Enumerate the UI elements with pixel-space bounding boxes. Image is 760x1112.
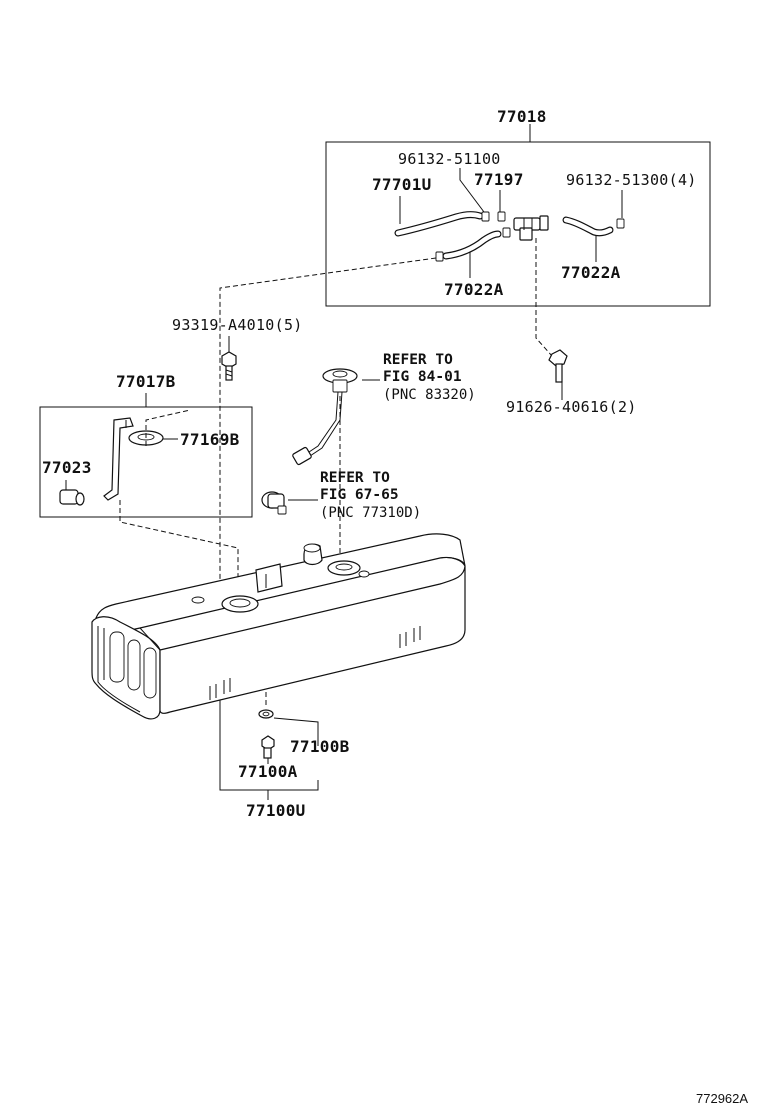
bolt-93319 bbox=[221, 351, 237, 381]
figure-code: 772962A bbox=[696, 1091, 748, 1106]
gasket-77100B bbox=[258, 709, 274, 719]
label-77100B[interactable]: 77100B bbox=[290, 737, 350, 756]
reference-67-65: REFER TO FIG 67-65 (PNC 77310D) bbox=[320, 470, 421, 521]
hose-77022A-right bbox=[562, 216, 614, 237]
bolt-91626 bbox=[548, 349, 568, 400]
label-77017B[interactable]: 77017B bbox=[116, 372, 176, 391]
ref-84-01-line1[interactable]: REFER TO bbox=[383, 352, 453, 368]
vent-assembly-frame bbox=[325, 141, 711, 307]
label-77023[interactable]: 77023 bbox=[42, 458, 92, 477]
check-valve-77197 bbox=[513, 215, 549, 241]
label-77022A-left[interactable]: 77022A bbox=[444, 280, 504, 299]
fuel-sender-bracket-group: 77017B 77169B 77023 bbox=[39, 372, 253, 600]
label-77197[interactable]: 77197 bbox=[474, 170, 524, 189]
label-96132-51100[interactable]: 96132-51100 bbox=[398, 150, 501, 168]
fuel-gauge-sender bbox=[292, 368, 358, 466]
ref-67-65-line1[interactable]: REFER TO bbox=[320, 470, 390, 486]
bracket-rod bbox=[103, 417, 134, 501]
vent-hose-assembly-group: 77018 96132-51100 77701U 77197 96132-513… bbox=[325, 107, 711, 357]
label-77100U[interactable]: 77100U bbox=[246, 801, 306, 820]
ref-84-01-line3: (PNC 83320) bbox=[383, 387, 476, 403]
fuel-tank bbox=[91, 533, 466, 720]
reference-84-01: REFER TO FIG 84-01 (PNC 83320) bbox=[383, 352, 476, 403]
label-77018[interactable]: 77018 bbox=[497, 107, 547, 126]
hose-77022A-left bbox=[442, 230, 502, 260]
ref-84-01-line2[interactable]: FIG 84-01 bbox=[383, 369, 462, 385]
hose-clip bbox=[435, 211, 625, 262]
label-77169B[interactable]: 77169B bbox=[180, 430, 240, 449]
label-93319-A4010[interactable]: 93319-A4010(5) bbox=[172, 316, 303, 334]
filter-77023 bbox=[59, 489, 85, 506]
label-77022A-right[interactable]: 77022A bbox=[561, 263, 621, 282]
ref-67-65-line2[interactable]: FIG 67-65 bbox=[320, 487, 399, 503]
drain-plug-77100A bbox=[261, 735, 275, 759]
label-77701U[interactable]: 77701U bbox=[372, 175, 432, 194]
label-91626-40616[interactable]: 91626-40616(2) bbox=[506, 398, 637, 416]
label-96132-51300[interactable]: 96132-51300(4) bbox=[566, 171, 697, 189]
fuel-pump bbox=[261, 491, 287, 515]
bracket-frame bbox=[39, 406, 253, 518]
label-77100A[interactable]: 77100A bbox=[238, 762, 298, 781]
hose-77701U bbox=[394, 211, 484, 237]
ref-67-65-line3: (PNC 77310D) bbox=[320, 505, 421, 521]
